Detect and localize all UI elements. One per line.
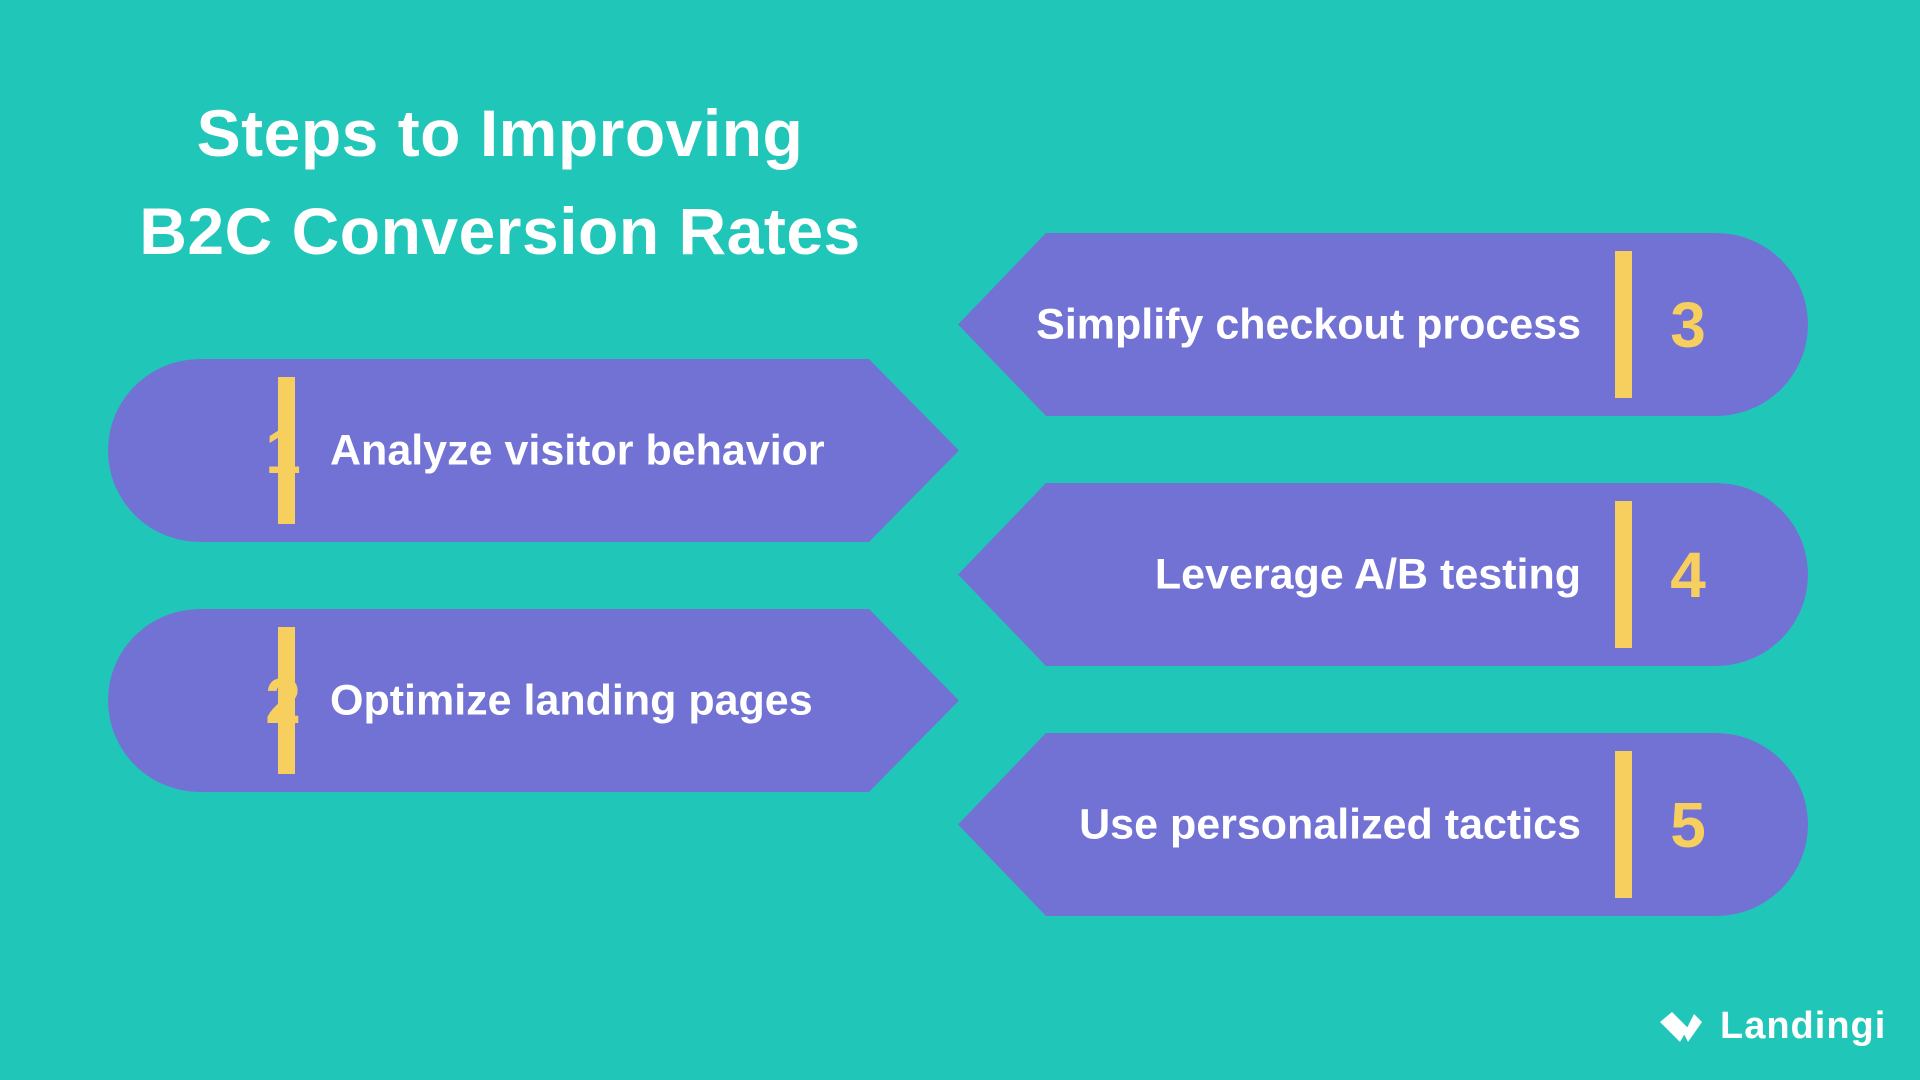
step-3: Simplify checkout process 3 xyxy=(958,233,1808,416)
title-line-1: Steps to Improving xyxy=(196,96,804,170)
step-shape xyxy=(108,359,959,542)
step-number: 5 xyxy=(1670,788,1706,861)
page-title: Steps to Improving B2C Conversion Rates xyxy=(90,84,910,280)
step-label: Use personalized tactics xyxy=(1079,800,1581,848)
step-divider xyxy=(1615,751,1632,898)
step-divider xyxy=(278,627,295,774)
step-number: 4 xyxy=(1670,538,1706,611)
step-divider xyxy=(278,377,295,524)
step-divider xyxy=(1615,501,1632,648)
step-shape xyxy=(958,733,1808,916)
landingi-logo-icon xyxy=(1660,1011,1702,1042)
landingi-logo: Landingi xyxy=(1658,1005,1886,1048)
step-shape xyxy=(108,609,959,792)
step-1: 1 Analyze visitor behavior xyxy=(108,359,959,542)
step-5: Use personalized tactics 5 xyxy=(958,733,1808,916)
title-line-2: B2C Conversion Rates xyxy=(139,194,861,268)
step-shape xyxy=(958,483,1808,666)
step-label: Analyze visitor behavior xyxy=(330,426,825,474)
logo-text: Landingi xyxy=(1720,1005,1887,1047)
step-divider xyxy=(1615,251,1632,398)
step-shape xyxy=(958,233,1808,416)
step-2: 2 Optimize landing pages xyxy=(108,609,959,792)
step-4: Leverage A/B testing 4 xyxy=(958,483,1808,666)
step-label: Leverage A/B testing xyxy=(1154,550,1581,598)
step-number: 3 xyxy=(1670,288,1706,361)
step-label: Optimize landing pages xyxy=(330,676,813,724)
step-label: Simplify checkout process xyxy=(1036,300,1581,348)
